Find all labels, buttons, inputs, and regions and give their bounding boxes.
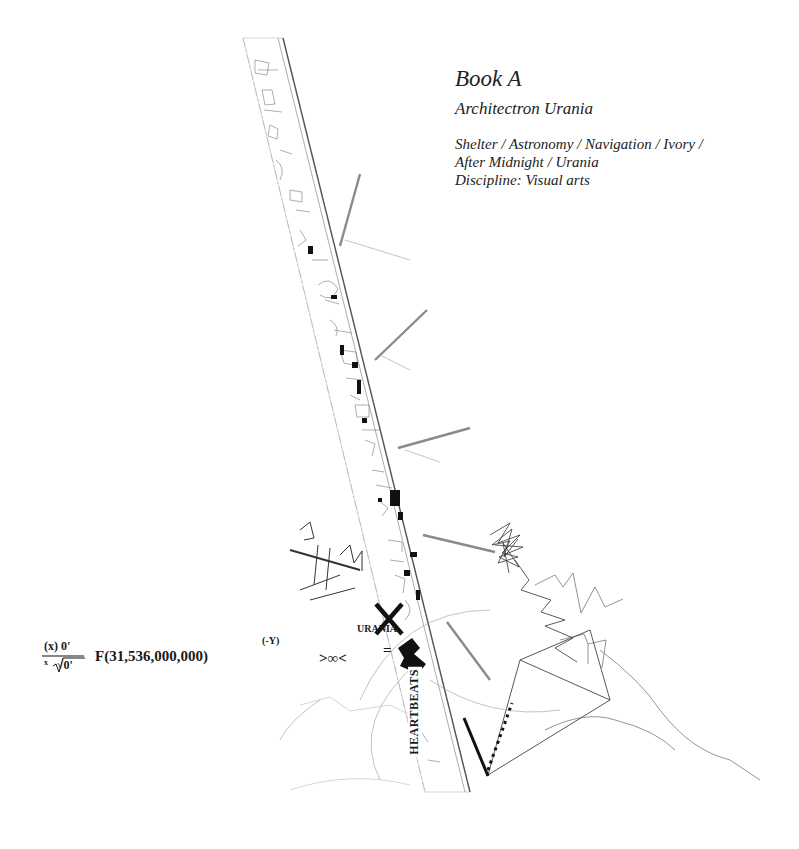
faint-line (290, 697, 410, 790)
thin-line (345, 240, 440, 462)
strip-edge (278, 38, 465, 792)
book-title: Book A (455, 66, 522, 92)
strip-band (243, 38, 470, 792)
strip-edge (243, 38, 425, 792)
arc-line (280, 610, 560, 780)
keyword-line: After Midnight / Urania (455, 154, 599, 171)
formula-term: F(31,536,000,000) (95, 648, 208, 665)
arm-line (340, 174, 495, 680)
construction-box (488, 630, 610, 775)
zigzag-line (535, 573, 760, 780)
map-detail (255, 60, 440, 762)
heartbeats-word: HEARTBEATS (408, 667, 422, 757)
book-subtitle: Architectron Urania (455, 99, 593, 119)
formula-denominator: √0' (57, 659, 73, 673)
formula-exponent: (-Y) (262, 635, 279, 647)
formula-word: URANIA (357, 623, 397, 635)
root-sign (53, 658, 85, 672)
formula-symbol: >∞< (319, 650, 347, 667)
bold-line (464, 718, 488, 776)
sketch-figure (290, 522, 362, 600)
map-blocks (308, 246, 420, 600)
discipline-note: Discipline: Visual arts (455, 172, 590, 189)
dotted-line (488, 703, 512, 770)
equals-sign: = (383, 642, 392, 659)
strip-edge (283, 38, 470, 792)
root-index: x (44, 658, 48, 667)
formula-numerator: (x) 0' (44, 640, 70, 654)
keyword-line: Shelter / Astronomy / Navigation / Ivory… (455, 136, 703, 153)
fraction-bar (42, 655, 84, 656)
